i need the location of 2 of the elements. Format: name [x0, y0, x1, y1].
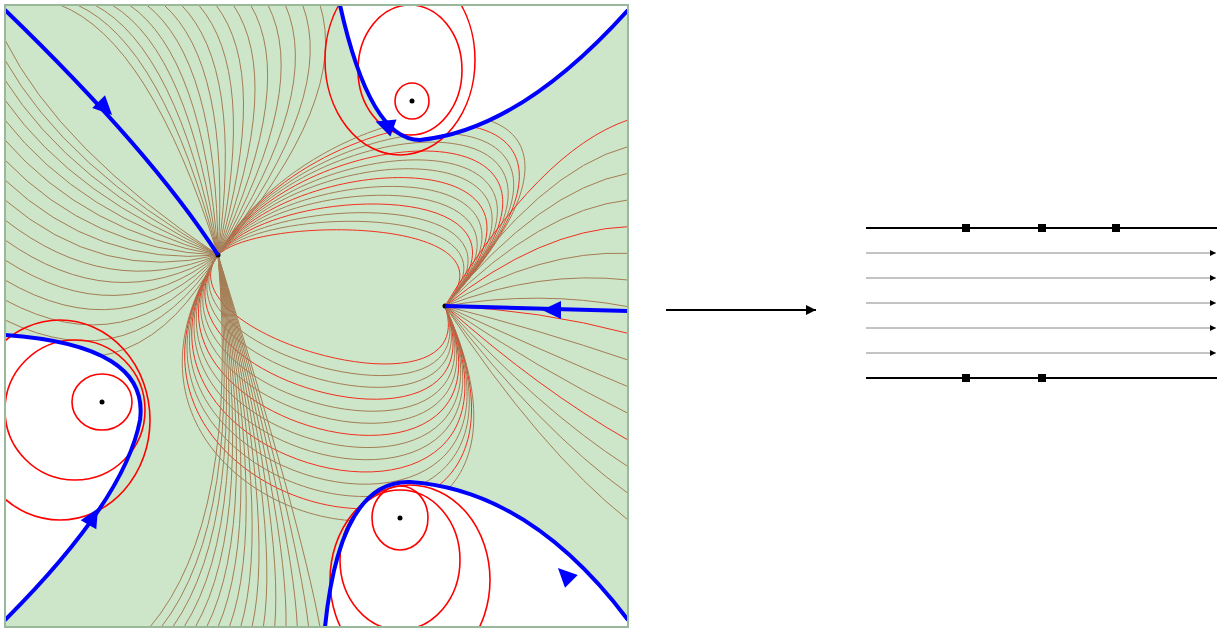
- arrow: [665, 305, 817, 315]
- phase-portrait-drawing: [5, 5, 628, 627]
